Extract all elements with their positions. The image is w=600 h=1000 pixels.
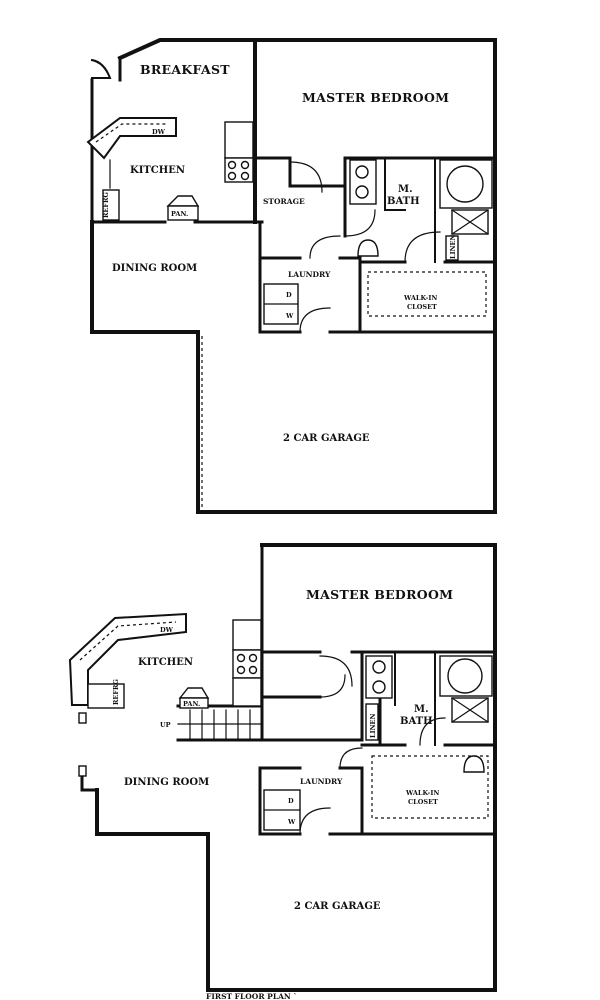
top-laundry-label: LAUNDRY	[288, 270, 331, 279]
bottom-exterior-walls	[95, 543, 497, 992]
top-walk-in-label-2: CLOSET	[407, 303, 437, 311]
top-bath-door	[344, 209, 376, 237]
bottom-washer-label: W	[287, 818, 296, 826]
bottom-closet-rods	[371, 755, 489, 819]
bottom-garage-door	[299, 807, 331, 835]
top-bath-inner	[384, 157, 496, 263]
bottom-m-bath-label-2: BATH	[400, 716, 433, 727]
bottom-range	[232, 649, 262, 679]
top-kitchen-label: KITCHEN	[130, 165, 185, 176]
bottom-burner	[236, 665, 246, 675]
bottom-closet-door	[419, 717, 446, 746]
top-storage-walls	[253, 156, 292, 334]
bottom-burner	[248, 665, 258, 675]
bottom-sink-basin	[372, 680, 386, 694]
top-storage-door	[289, 161, 323, 193]
bottom-walk-in-label-1: WALK-IN	[405, 789, 439, 797]
bottom-refrigerator	[87, 683, 125, 709]
bottom-stairs-up-label: UP	[160, 721, 171, 729]
bottom-closet-walls	[360, 698, 497, 747]
bottom-m-bath-label-1: M.	[414, 704, 429, 715]
top-kitchen-island	[86, 117, 177, 160]
top-tub-basin	[446, 165, 484, 203]
bottom-pantry-label: PAN.	[183, 700, 200, 708]
top-sink-basin	[355, 165, 369, 179]
top-closet-door	[404, 231, 441, 263]
bottom-walk-in-label-2: CLOSET	[408, 798, 438, 806]
bottom-bath-inner	[394, 651, 436, 746]
top-breakfast-door-arc	[90, 58, 112, 79]
top-master-bedroom-label: MASTER BEDROOM	[302, 90, 449, 105]
bottom-hall-door	[319, 674, 346, 698]
bottom-garage-label: 2 CAR GARAGE	[294, 901, 381, 912]
bottom-bath-walls	[260, 650, 497, 742]
top-closet-walls	[358, 260, 497, 334]
bottom-laundry-walls	[258, 766, 497, 836]
top-laundry-door	[309, 235, 341, 259]
bottom-linen-label: LINEN	[369, 713, 377, 738]
bottom-dishwasher-label: DW	[160, 626, 174, 634]
top-burner	[227, 171, 237, 181]
top-dryer-label: D	[286, 291, 292, 299]
top-exterior-walls	[90, 38, 497, 514]
bottom-toilet	[463, 755, 485, 773]
top-island-dash	[95, 123, 168, 143]
top-linen-shelf	[445, 235, 459, 261]
bottom-stairs	[177, 709, 263, 739]
top-bedroom-bath-wall	[288, 156, 497, 238]
bottom-counter-lower	[232, 677, 262, 707]
bottom-laundry-label: LAUNDRY	[300, 777, 343, 786]
top-floor-plan	[86, 38, 497, 514]
bottom-dryer-label: D	[288, 797, 294, 805]
bottom-sink-basin	[372, 660, 386, 674]
top-pantry	[167, 205, 199, 221]
bottom-burner	[248, 653, 258, 663]
bottom-pantry-door	[178, 687, 210, 699]
bottom-tub-basin	[447, 658, 483, 694]
top-storage-label: STORAGE	[263, 197, 305, 206]
top-burner	[240, 171, 250, 181]
top-linen-label: LINEN	[449, 234, 457, 259]
top-m-bath-label-2: BATH	[387, 196, 420, 207]
top-laundry-walls	[258, 256, 497, 334]
bottom-linen-shelf	[365, 703, 379, 741]
top-garage-label: 2 CAR GARAGE	[283, 433, 370, 444]
top-refrigerator-label: REFRG	[102, 192, 110, 218]
bottom-dining-room-label: DINING ROOM	[124, 777, 209, 788]
top-sink-basin	[355, 185, 369, 199]
top-dishwasher-label: DW	[152, 128, 166, 136]
bottom-shower-x	[451, 697, 489, 723]
plan-caption: FIRST FLOOR PLAN `	[206, 992, 297, 1000]
top-shower-x	[451, 209, 489, 235]
bottom-pantry	[179, 697, 209, 709]
bottom-laundry-door	[339, 747, 363, 769]
bottom-kitchen-island	[68, 612, 187, 706]
top-toilet	[357, 239, 379, 257]
bottom-island-dash	[79, 621, 177, 661]
bottom-burner	[236, 653, 246, 663]
top-dining-room-label: DINING ROOM	[112, 263, 197, 274]
top-garage-door	[299, 307, 331, 333]
top-closet-rods	[367, 271, 487, 317]
bottom-counter	[232, 619, 262, 651]
top-pantry-label: PAN.	[171, 210, 188, 218]
top-pantry-door	[166, 195, 200, 207]
top-washer-label: W	[285, 312, 294, 320]
bottom-kitchen-label: KITCHEN	[138, 657, 193, 668]
bottom-master-bedroom-label: MASTER BEDROOM	[306, 587, 453, 602]
top-m-bath-label-1: M.	[398, 184, 413, 195]
top-refrigerator	[102, 189, 120, 221]
bottom-refrigerator-label: REFRG	[112, 679, 120, 705]
bottom-post	[78, 765, 87, 777]
top-burner	[240, 160, 250, 170]
bottom-floor-plan	[68, 543, 497, 992]
top-breakfast-label: BREAKFAST	[140, 62, 230, 77]
bottom-stair-walls	[176, 704, 364, 742]
top-burner	[227, 160, 237, 170]
bottom-post	[78, 712, 87, 724]
top-walk-in-label-1: WALK-IN	[403, 294, 437, 302]
top-counter	[224, 121, 254, 159]
bottom-bath-door	[319, 655, 353, 687]
